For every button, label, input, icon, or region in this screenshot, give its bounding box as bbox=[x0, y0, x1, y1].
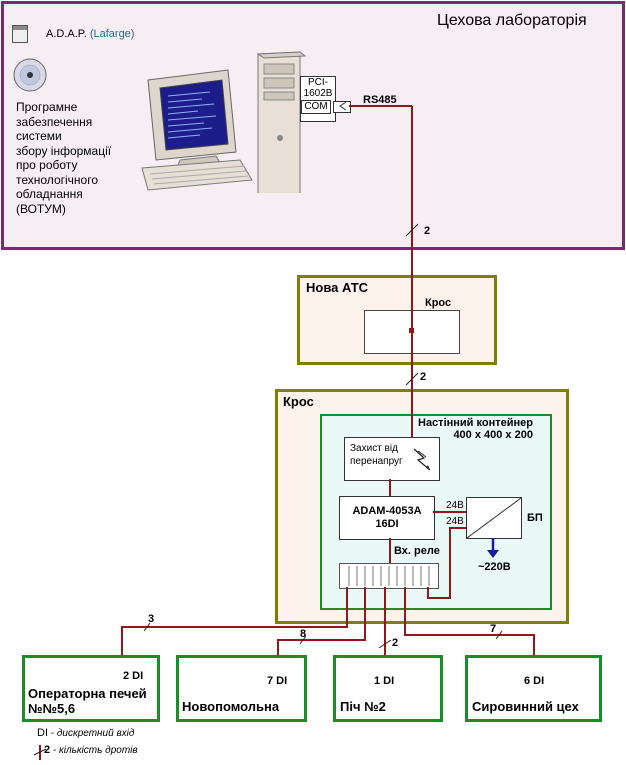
station-pich-name: Піч №2 bbox=[340, 699, 386, 714]
mains-label: ~220В bbox=[478, 561, 511, 573]
legend-wires: 2 - кількість дротів bbox=[44, 744, 138, 756]
station-novopomolna bbox=[176, 655, 307, 722]
legend-di: DI - дискретний вхід bbox=[37, 727, 135, 739]
lab-title: Цехова лабораторія bbox=[437, 12, 587, 29]
input-relay-label: Вх. реле bbox=[394, 545, 440, 557]
wire-count-novo: 8 bbox=[300, 628, 307, 640]
station-pich-di: 1 DI bbox=[374, 675, 395, 687]
station-operator bbox=[22, 655, 160, 722]
station-novopomolna-di: 7 DI bbox=[267, 675, 288, 687]
container-title: Настінний контейнер 400 x 400 x 200 bbox=[418, 417, 533, 441]
adap-label: A.D.A.P. (Lafarge) bbox=[46, 28, 135, 40]
power-supply-label: БП bbox=[527, 512, 543, 524]
mains-arrow-icon bbox=[487, 538, 499, 558]
surge-protection-box: Захист від перенапруг bbox=[344, 437, 440, 481]
window-icon bbox=[12, 25, 28, 43]
voltage-24v-b: 24В bbox=[446, 516, 464, 527]
wire-count-pich: 2 bbox=[392, 637, 399, 649]
station-operator-di: 2 DI bbox=[123, 670, 144, 682]
wire-count-op: 3 bbox=[148, 613, 155, 625]
station-novopomolna-name: Новопомольна bbox=[182, 699, 280, 714]
input-relay-block bbox=[339, 563, 439, 589]
power-supply-box bbox=[466, 497, 522, 539]
station-syrovynnyi bbox=[465, 655, 602, 722]
wire-count-ats: 2 bbox=[420, 371, 427, 383]
software-description: Програмне забезпечення системи збору інф… bbox=[16, 100, 112, 216]
station-pich bbox=[333, 655, 443, 722]
wire-count-lab: 2 bbox=[424, 225, 431, 237]
rs485-label: RS485 bbox=[363, 94, 397, 106]
wire-count-syr: 7 bbox=[490, 623, 497, 635]
lab-section bbox=[1, 1, 625, 250]
lightning-icon bbox=[413, 448, 431, 471]
adam-module-box: ADAM-4053A 16DI bbox=[339, 496, 435, 540]
pci-card: PCI- 1602B bbox=[300, 76, 336, 122]
voltage-24v-a: 24В bbox=[446, 500, 464, 511]
com-port: COM bbox=[301, 100, 331, 114]
nova-ats-title: Нова АТС bbox=[306, 280, 369, 295]
ats-cross-label: Крос bbox=[425, 297, 452, 309]
station-syrovynnyi-di: 6 DI bbox=[524, 675, 545, 687]
kros-title: Крос bbox=[283, 394, 314, 409]
station-operator-name: Операторна печей №№5,6 bbox=[28, 686, 147, 716]
station-syrovynnyi-name: Сировинний цех bbox=[472, 699, 579, 714]
cd-icon bbox=[12, 57, 48, 93]
computer-icon bbox=[141, 51, 307, 193]
